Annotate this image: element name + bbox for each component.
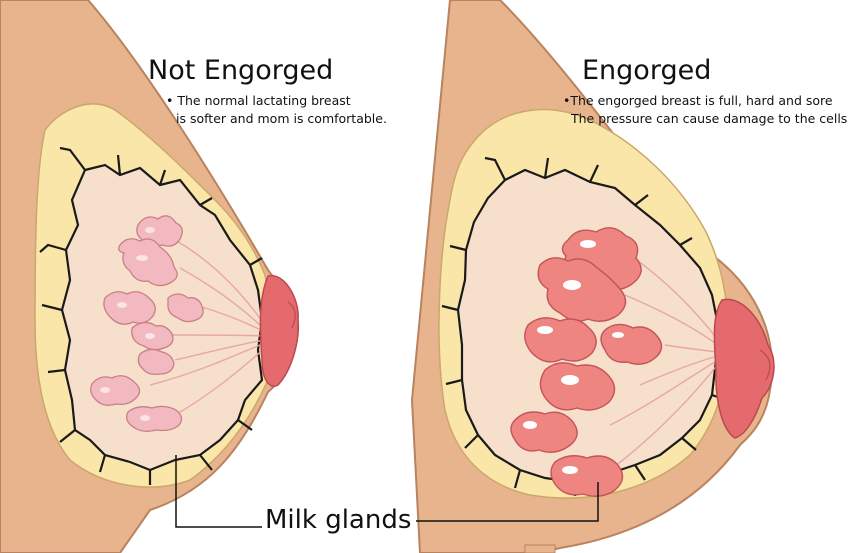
note-line-1: The normal lactating breast (177, 93, 351, 108)
panel-note-engorged: •The engorged breast is full, hard and s… (563, 93, 848, 126)
note-line-2: is softer and mom is comfortable. (176, 111, 387, 126)
left-gland-highlights (100, 227, 155, 421)
right-ducts (609, 254, 719, 471)
note-line-2: The pressure can cause damage to the cel… (571, 111, 848, 126)
left-crack-lines (39, 146, 263, 485)
note-line-1: The engorged breast is full, hard and so… (570, 93, 833, 108)
right-nipple (713, 298, 775, 439)
left-breast (0, 0, 300, 553)
label-leader-lines (175, 455, 599, 528)
panel-title-engorged: Engorged (582, 55, 712, 86)
right-body-edge (524, 544, 556, 553)
left-nipple (259, 275, 300, 387)
milk-glands-label: Milk glands (265, 505, 412, 535)
right-breast (410, 0, 775, 553)
right-gland-highlights (523, 240, 624, 474)
panel-note-not-engorged: • The normal lactating breast is softer … (166, 93, 387, 126)
left-glands (90, 215, 204, 432)
right-gland-tissue (456, 168, 720, 484)
panel-title-not-engorged: Not Engorged (148, 55, 334, 86)
